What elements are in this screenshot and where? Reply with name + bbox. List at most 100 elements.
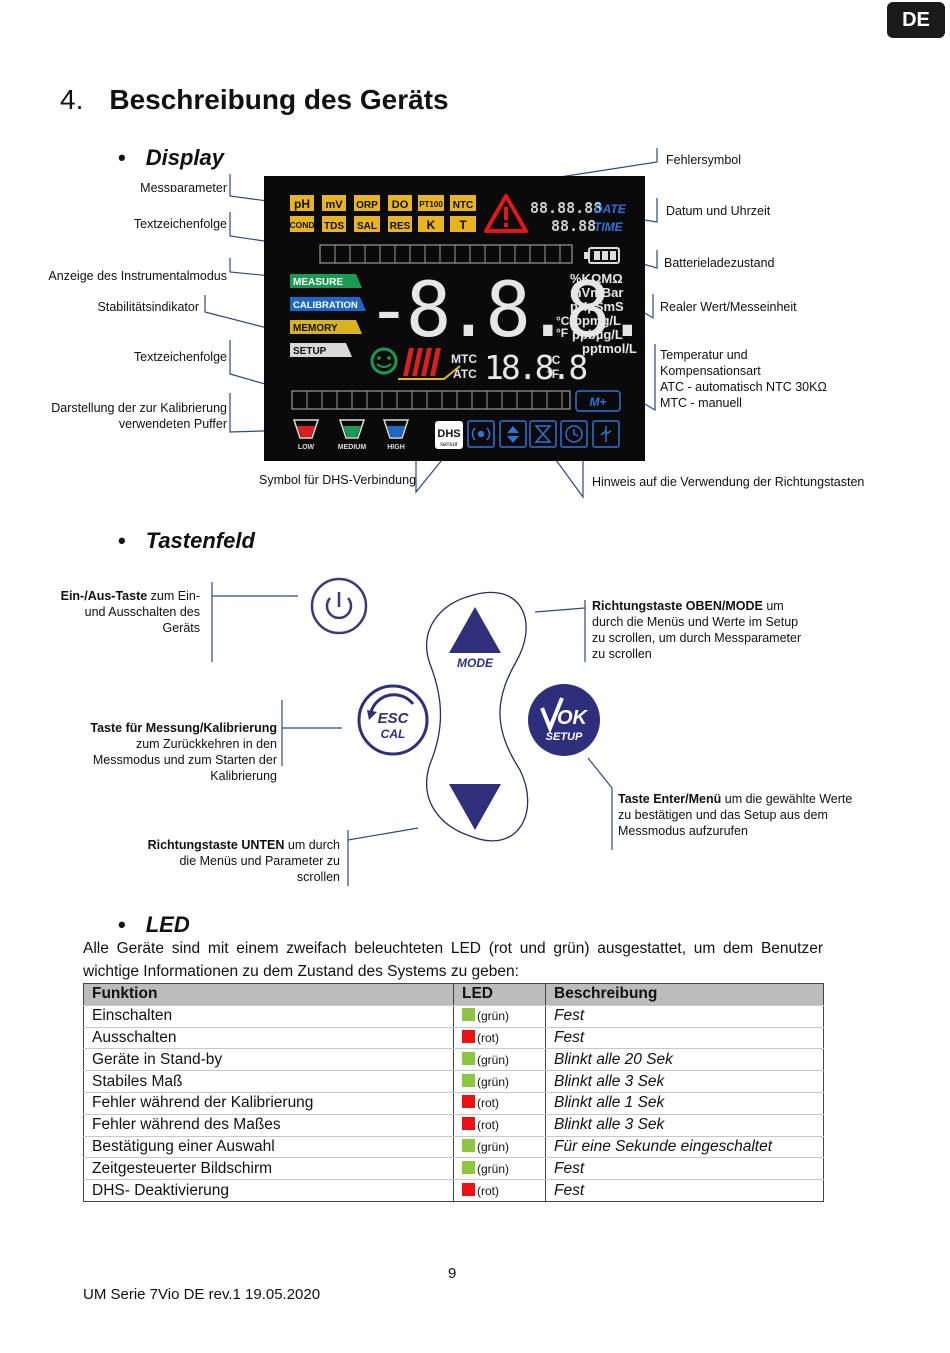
led-color-swatch [462, 1182, 475, 1196]
lcd-battery-icon [584, 247, 620, 264]
led-intro: Alle Geräte sind mit einem zweifach bele… [83, 940, 823, 980]
led-indicator: (grün) [453, 1157, 546, 1181]
led-indicator: (rot) [453, 1114, 546, 1137]
keypad-heading: Tastenfeld [118, 528, 255, 554]
lcd-display: pH mV ORP DO PT100 NTC COND TDS SAL RES … [264, 176, 691, 461]
lcd-buffer-high: HIGH [387, 444, 405, 451]
ok-setup-button[interactable]: OK SETUP [526, 682, 602, 758]
arrow-down-icon [449, 784, 501, 830]
led-funktion: Einschalten [83, 1005, 454, 1028]
lcd-mtc: MTC [451, 352, 477, 366]
label-up-rest: um durch die Menüs und Werte im Setup zu… [592, 599, 802, 660]
lcd-unit-4: ppmg/L [574, 313, 621, 328]
led-funktion: Stabiles Maß [83, 1070, 454, 1093]
lcd-main-value: -8.8.8.8 [366, 265, 645, 354]
label-fehlersymbol: Fehlersymbol [666, 153, 742, 167]
col-beschreibung: Beschreibung [545, 983, 824, 1006]
table-row: Bestätigung einer Auswahl(grün)Für eine … [83, 1136, 824, 1159]
lcd-mode-memory: MEMORY [293, 323, 338, 334]
led-beschreibung: Für eine Sekunde eingeschaltet [545, 1136, 824, 1159]
label-temperatur-line1: Temperatur und [660, 348, 748, 362]
table-row: Einschalten (grün) Fest [83, 1005, 824, 1028]
lcd-clock-icon [560, 420, 588, 448]
lcd-unit-3: pHµSmS [570, 299, 624, 314]
led-funktion: Fehler während der Kalibrierung [83, 1092, 454, 1115]
led-indicator: (grün) [453, 1070, 546, 1093]
lcd-param-res: RES [390, 221, 411, 232]
label-ok-rest: um die gewählte Werte zu bestätigen und … [618, 792, 853, 838]
lcd-mplus-box [575, 390, 621, 412]
led-color-swatch [462, 1051, 475, 1065]
label-puffer: Darstellung der zur Kalibrierung verwend… [51, 401, 227, 431]
led-beschreibung: Fest [545, 1157, 824, 1181]
label-textzeichenfolge-1: Textzeichenfolge [133, 217, 227, 231]
lcd-bottom-icons [467, 420, 620, 448]
lcd-unit-1: %KΩMΩ [570, 271, 623, 286]
led-color-swatch [462, 1008, 475, 1022]
checkmark-icon [540, 697, 564, 734]
lcd-stability-indicator [370, 347, 461, 380]
label-dhs: Symbol für DHS-Verbindung [259, 473, 417, 487]
lcd-temp-value: 18.8.8 [484, 348, 586, 387]
section-title: 4.Beschreibung des Geräts [60, 84, 449, 116]
led-color-name: (rot) [477, 1118, 499, 1133]
lcd-time-label: TIME [594, 220, 624, 234]
lcd-text-row-1 [319, 244, 573, 264]
lcd-mode-measure: MEASURE [293, 277, 343, 288]
led-color-swatch [462, 1138, 475, 1152]
led-color-name: (grün) [477, 1009, 510, 1024]
language-badge: DE [887, 2, 945, 38]
lcd-mode-setup: SETUP [293, 346, 327, 357]
lcd-param-sal: SAL [357, 221, 377, 232]
lcd-buffers: LOW MEDIUM HIGH [292, 419, 410, 451]
lcd-unit-2: mVmBar [570, 285, 623, 300]
label-esc-rest: zum Zurückkehren in den Messmodus und zu… [92, 737, 277, 783]
lcd-param-ntc: NTC [453, 200, 474, 211]
led-beschreibung: Blinkt alle 1 Sek [545, 1092, 824, 1115]
led-color-name: (grün) [477, 1139, 510, 1154]
table-row: Zeitgesteuerter Bildschirm(grün)Fest [83, 1157, 824, 1181]
label-temperatur: Temperatur und Kompensationsart ATC - au… [660, 347, 870, 411]
label-ok-bold: Taste Enter/Menü [618, 792, 722, 806]
col-led: LED [453, 983, 546, 1006]
table-row: Ausschalten(rot)Fest [83, 1027, 824, 1050]
label-temperatur-line2: Kompensationsart [660, 364, 761, 378]
mode-label: MODE [457, 656, 494, 670]
arrow-up-icon [449, 607, 501, 653]
led-color-swatch [462, 1029, 475, 1043]
led-color-name: (grün) [477, 1074, 510, 1089]
lcd-dhs-bottom: sensor [440, 442, 458, 448]
led-color-name: (grün) [477, 1052, 510, 1067]
led-color-name: (rot) [477, 1030, 499, 1045]
label-down-rest: um durch die Menüs und Parameter zu scro… [179, 838, 340, 884]
footer: UM Serie 7Vio DE rev.1 19.05.2020 [83, 1286, 321, 1303]
section-number: 4. [60, 84, 84, 115]
label-messparameter: Messparameter [140, 181, 227, 192]
lcd-usb-icon [592, 420, 620, 448]
led-table: Funktion LED Beschreibung Einschalten(gr… [83, 983, 824, 1202]
table-row: Fehler während des Maßes (rot) Blinkt alle… [83, 1114, 824, 1137]
esc-cal-button[interactable]: ESC CAL [355, 682, 431, 758]
led-indicator: (grün) [453, 1048, 546, 1072]
lcd-text-row-2 [291, 390, 571, 410]
led-funktion: Fehler während des Maßes [83, 1114, 454, 1137]
lcd-buffer-low: LOW [298, 444, 315, 451]
led-beschreibung: Blinkt alle 3 Sek [545, 1070, 824, 1093]
label-esc: Taste für Messung/Kalibrierung zum Zurüc… [70, 720, 277, 784]
led-indicator: (rot) [453, 1092, 546, 1115]
led-beschreibung: Blinkt alle 3 Sek [545, 1114, 824, 1137]
lcd-date-digits: 88.88.88 [530, 199, 602, 217]
power-button[interactable] [309, 576, 369, 636]
label-richtungstasten: Hinweis auf die Verwendung der Richtungs… [592, 475, 865, 489]
lcd-param-orp: ORP [356, 200, 378, 211]
up-mode-button[interactable]: MODE [440, 603, 510, 673]
down-button[interactable] [445, 780, 505, 836]
lcd-temp-f: °F [547, 367, 559, 381]
led-beschreibung: Fest [545, 1005, 824, 1028]
label-down: Richtungstaste UNTEN um durch die Menüs … [140, 837, 340, 885]
led-color-swatch [462, 1095, 475, 1109]
label-power-rest: zum Ein- und Ausschalten des Geräts [84, 589, 200, 635]
display-heading: Display [118, 145, 224, 171]
lcd-hourglass-icon [529, 420, 557, 448]
label-stabilitaetsindikator: Stabilitätsindikator [97, 300, 199, 314]
